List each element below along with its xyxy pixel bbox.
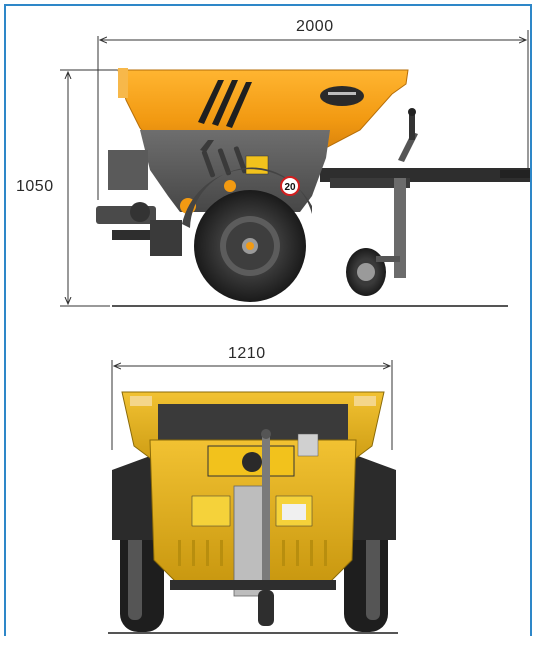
spreader-side-view <box>96 68 530 302</box>
speed-limit-badge <box>280 176 300 196</box>
speed-limit-text: 20 <box>284 182 296 193</box>
dimension-height-1050 <box>60 69 126 307</box>
dimension-label-height: 1050 <box>16 178 54 195</box>
dimension-label-length: 2000 <box>296 18 334 35</box>
diagram-frame <box>4 4 532 636</box>
spreader-rear-view <box>112 391 396 632</box>
dimension-length-2000 <box>97 30 529 200</box>
dimension-width-1210 <box>111 360 393 450</box>
dimension-label-width: 1210 <box>228 345 266 362</box>
